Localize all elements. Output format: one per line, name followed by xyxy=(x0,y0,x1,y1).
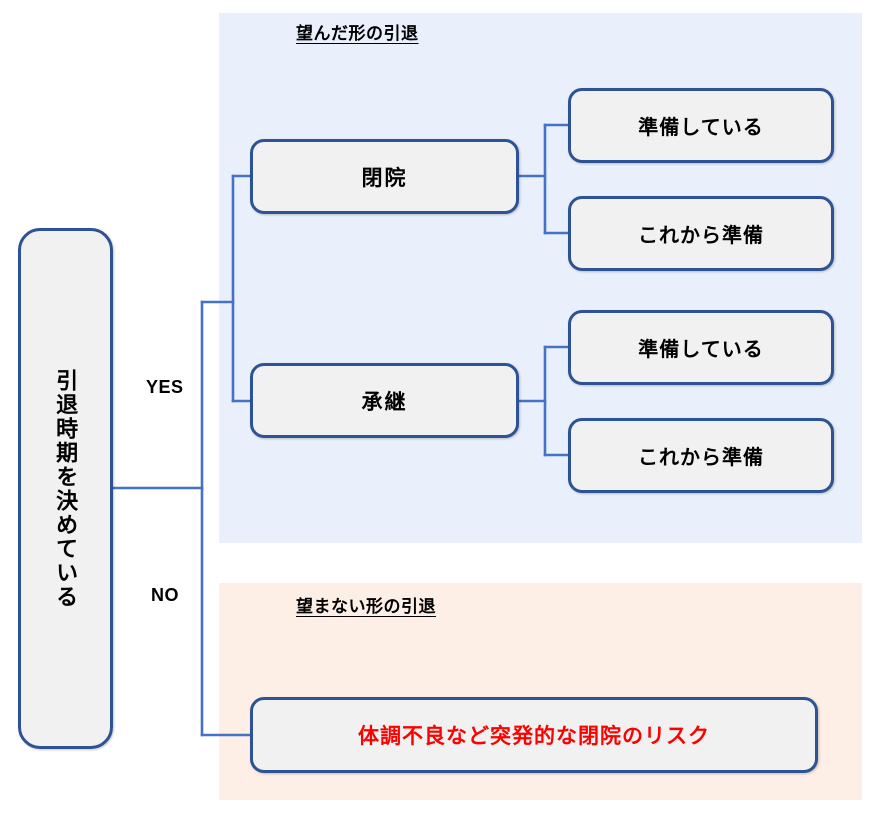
node-heiin-prepared-label: 準備している xyxy=(638,117,764,139)
node-root-label: 引退時期を決めている xyxy=(53,368,79,609)
node-shokei-to-prepare[interactable]: これから準備 xyxy=(568,418,834,493)
node-shokei-prepared[interactable]: 準備している xyxy=(568,310,834,385)
node-heiin-to-prepare-label: これから準備 xyxy=(638,225,764,247)
node-heiin[interactable]: 閉院 xyxy=(250,139,519,214)
no-panel-title: 望まない形の引退 xyxy=(296,597,436,616)
node-shokei-label: 承継 xyxy=(361,390,408,414)
node-risk[interactable]: 体調不良など突発的な閉院のリスク xyxy=(250,697,818,773)
node-risk-label: 体調不良など突発的な閉院のリスク xyxy=(358,725,710,748)
node-root-question[interactable]: 引退時期を決めている xyxy=(18,228,113,749)
node-shokei[interactable]: 承継 xyxy=(250,363,519,438)
node-shokei-prepared-label: 準備している xyxy=(638,339,764,361)
node-heiin-prepared[interactable]: 準備している xyxy=(568,88,834,163)
yes-panel-title: 望んだ形の引退 xyxy=(296,24,419,43)
node-heiin-label: 閉院 xyxy=(361,166,408,190)
branch-label-no: NO xyxy=(151,585,179,605)
branch-label-yes: YES xyxy=(146,377,184,397)
node-shokei-to-prepare-label: これから準備 xyxy=(638,447,764,469)
node-heiin-to-prepare[interactable]: これから準備 xyxy=(568,196,834,271)
